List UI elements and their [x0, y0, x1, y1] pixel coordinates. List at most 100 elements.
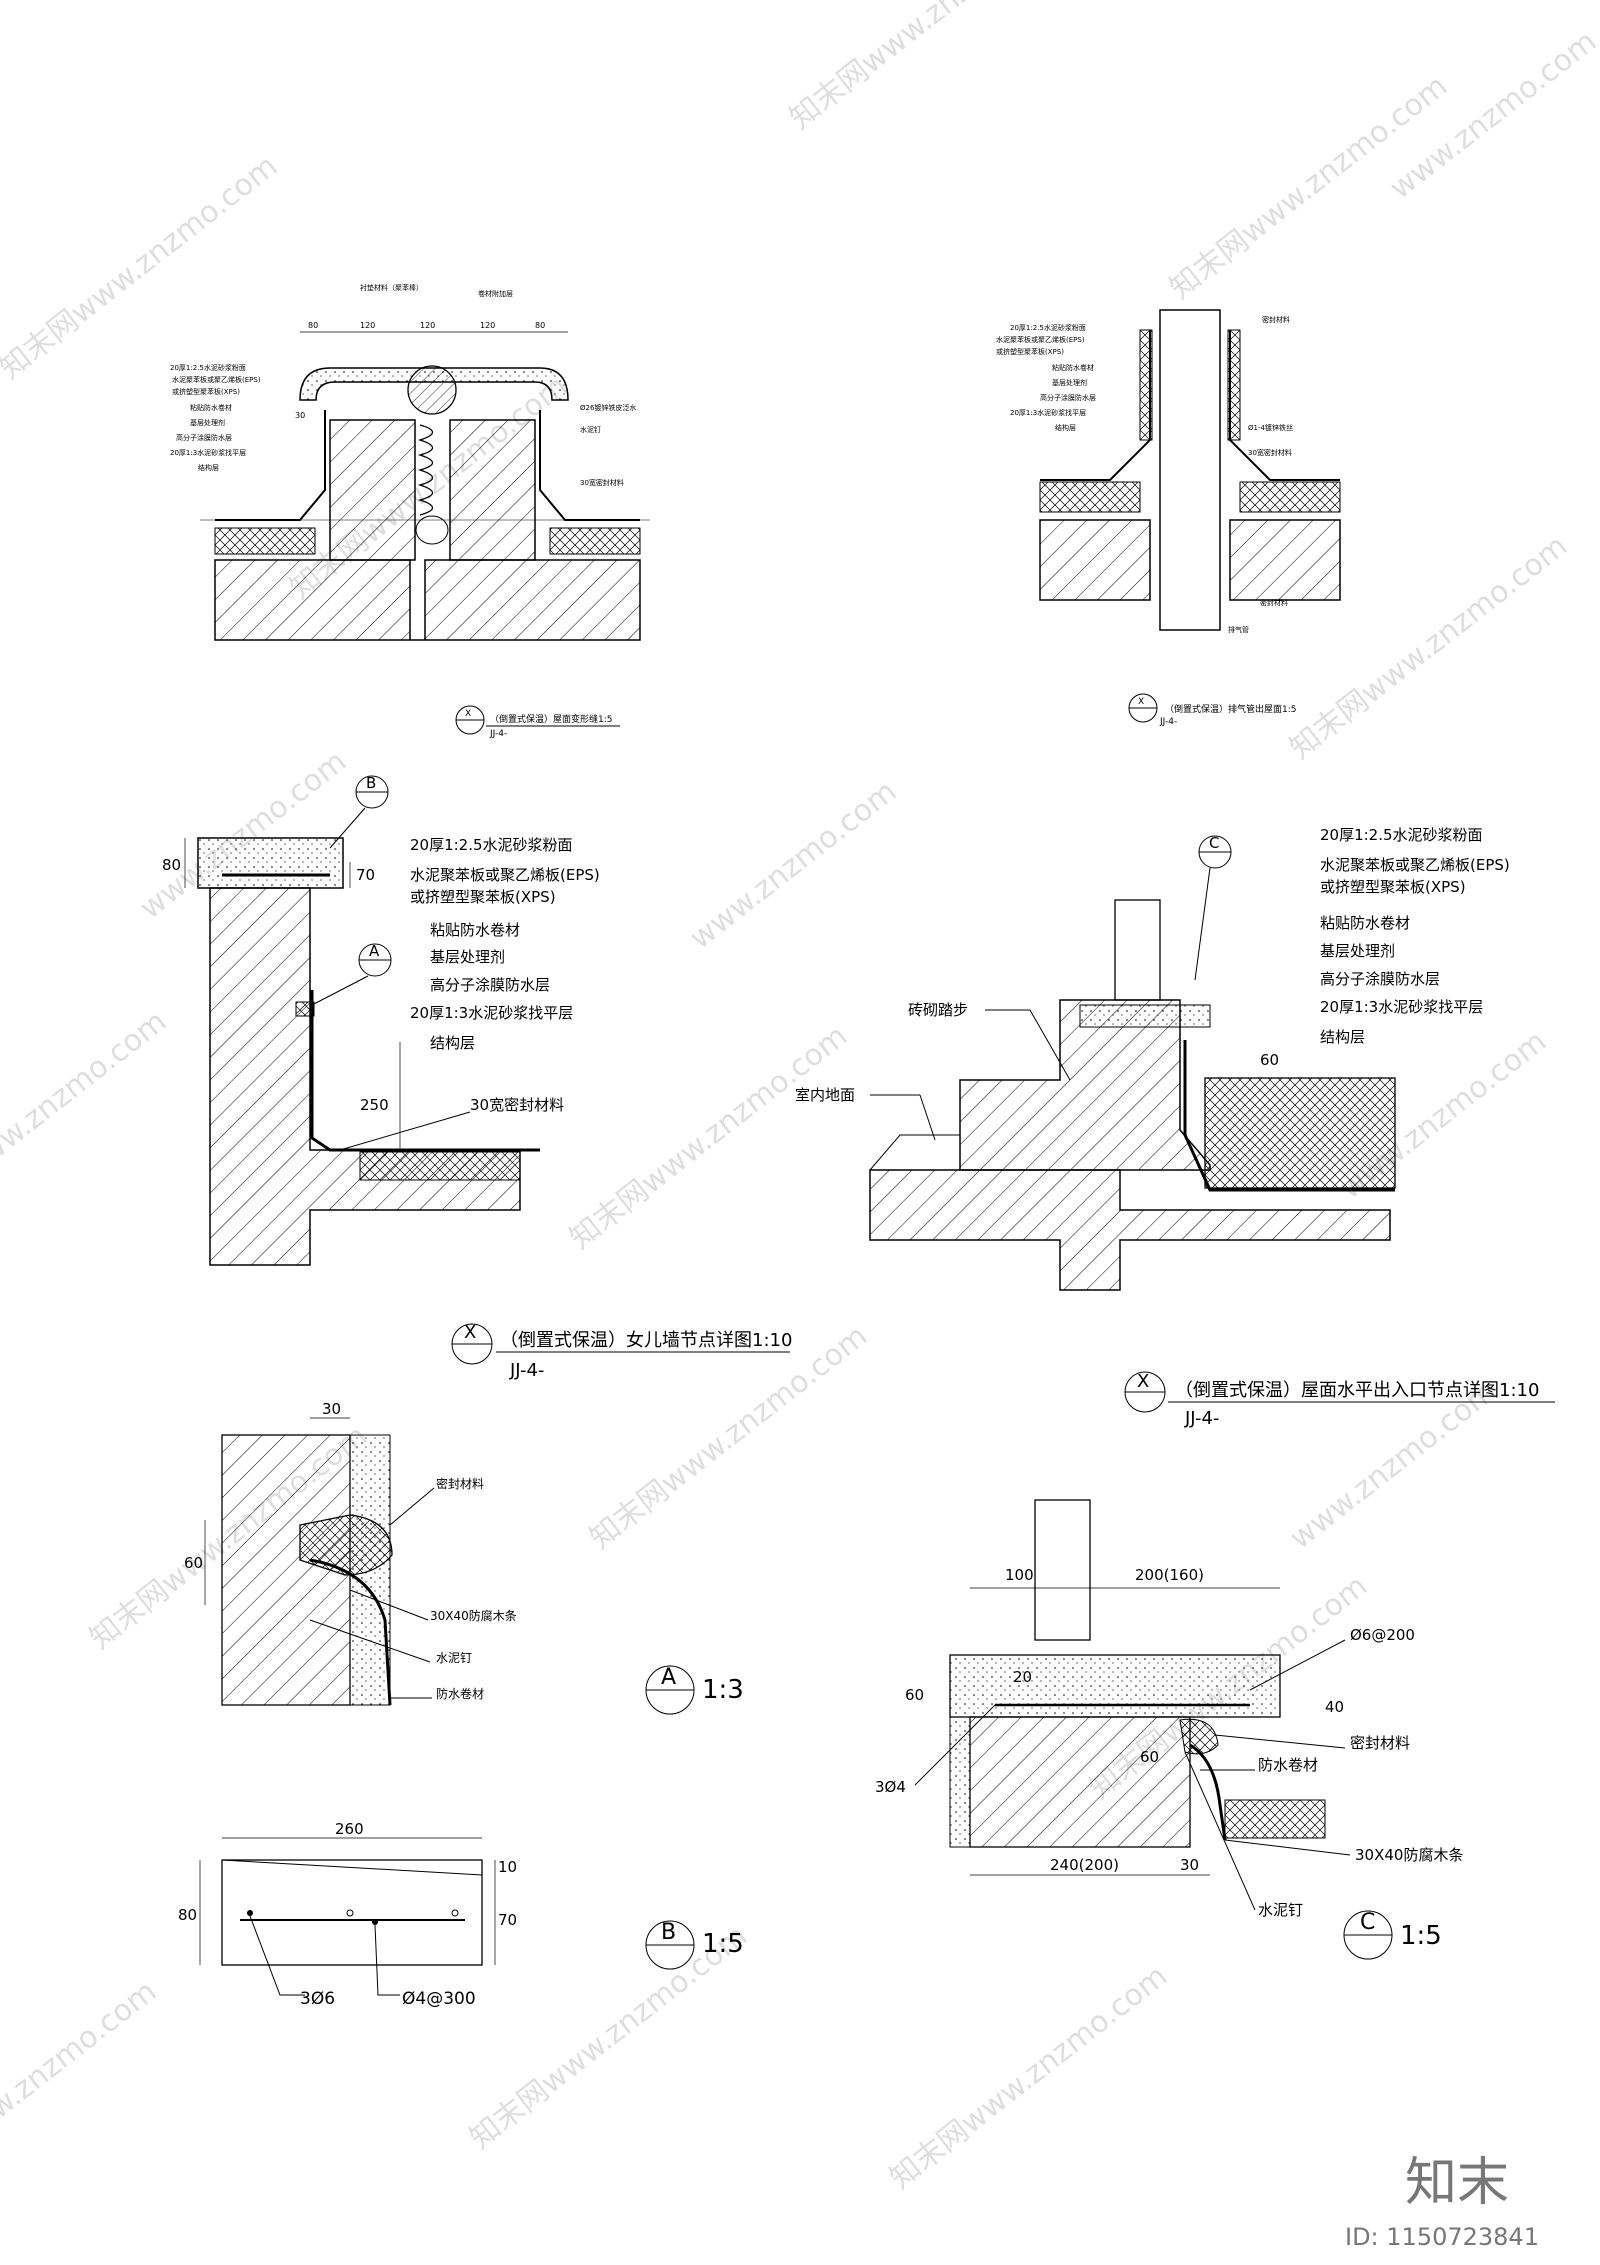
d1-label-r2: 水泥钉 — [580, 425, 601, 434]
d3-label-l6: 高分子涂膜防水层 — [430, 976, 550, 994]
dB-label-ties: Ø4@300 — [402, 1989, 476, 2009]
d3-symbol-bottom: JJ-4- — [509, 1360, 544, 1381]
dA-label-nail: 水泥钉 — [436, 1651, 472, 1665]
d3-label-l5: 基层处理剂 — [430, 948, 505, 966]
watermark-text: www.znzmo.com — [0, 1974, 163, 2156]
d2-slab-left — [1039, 519, 1151, 601]
d3-symbol-top: X — [464, 1322, 476, 1343]
d4-title-block: X （倒置式保温）屋面水平出入口节点详图1:10 JJ-4- — [1124, 1371, 1555, 1429]
d3-label-l8: 结构层 — [430, 1034, 475, 1052]
dA-label-seal: 密封材料 — [436, 1476, 484, 1491]
d1-cap — [299, 367, 569, 401]
d2-seal-right — [1227, 329, 1241, 441]
d3-label-seal: 30宽密封材料 — [470, 1096, 564, 1114]
d3-title: （倒置式保温）女儿墙节点详图1:10 — [500, 1330, 792, 1351]
d2-label-l2: 水泥聚苯板或聚乙烯板(EPS) — [996, 335, 1085, 344]
d3-label-l4: 粘贴防水卷材 — [430, 921, 520, 939]
dC-dim-240: 240(200) — [1050, 1856, 1119, 1874]
d2-insulation-left — [1039, 481, 1141, 513]
dB-symbol-block: B 1:5 — [645, 1920, 744, 1970]
dC-scale: 1:5 — [1400, 1921, 1442, 1951]
d4-structure — [869, 1169, 1391, 1291]
d1-label-r3: 30宽密封材料 — [580, 478, 624, 487]
d1-dim-b: 120 — [360, 321, 375, 330]
d2-seal-left — [1139, 329, 1153, 441]
d1-title: （倒置式保温）屋面变形缝1:5 — [490, 713, 613, 725]
d2-label-r3: 30宽密封材料 — [1248, 448, 1292, 457]
d2-title: （倒置式保温）排气管出屋面1:5 — [1165, 703, 1297, 715]
d1-label-l8: 结构层 — [198, 463, 219, 472]
dC-dim-60: 60 — [905, 1686, 924, 1704]
d1-label-l3: 或挤塑型聚苯板(XPS) — [172, 387, 240, 396]
d3-membrane — [310, 990, 540, 1152]
d4-callout-c: C — [1194, 834, 1232, 981]
watermark-text: 知末网www.znzmo.com — [0, 148, 284, 386]
d4-insulation — [1204, 1077, 1396, 1189]
d1-structure-slab — [214, 559, 641, 641]
dA-membrane — [309, 1558, 392, 1706]
d1-dim-f: 30 — [295, 411, 305, 420]
dC-door-frame — [1034, 1499, 1091, 1641]
d3-coping — [197, 837, 344, 889]
d1-label-r1: Ø26镀锌铁皮泛水 — [580, 403, 636, 412]
dB-section — [221, 1859, 483, 1966]
dC-insulation — [1224, 1799, 1326, 1839]
d1-symbol-top: X — [465, 709, 471, 719]
d3-dim-250: 250 — [360, 1096, 389, 1114]
d2-slab-right — [1229, 519, 1341, 601]
dC-symbol: C — [1360, 1910, 1375, 1935]
d2-flashing-right — [1229, 330, 1340, 481]
d2-label-r1: 密封材料 — [1262, 315, 1290, 324]
svg-text:C: C — [1209, 834, 1219, 852]
d1-insulation-right — [549, 527, 641, 555]
dA-dim-30: 30 — [322, 1400, 341, 1418]
d2-label-l7: 20厚1:3水泥砂浆找平层 — [1010, 408, 1086, 417]
d4-label-l3: 或挤塑型聚苯板(XPS) — [1320, 878, 1466, 896]
dB-dim-70: 70 — [498, 1911, 517, 1929]
dB-scale: 1:5 — [702, 1929, 744, 1959]
detail-roof-expansion-joint: 80 120 120 120 80 30 衬垫材料（聚苯棒） 卷材附加层 20厚… — [170, 283, 650, 739]
d3-callout-a: A — [313, 942, 392, 1005]
d2-label-l4: 粘贴防水卷材 — [1052, 363, 1094, 372]
d2-label-r4: 密封材料 — [1260, 598, 1288, 607]
detail-a: 30 60 密封材料 30X40防腐木条 水泥钉 防水卷材 A 1:3 — [184, 1400, 744, 1715]
d1-label-l6: 高分子涂膜防水层 — [176, 433, 232, 442]
d1-label-top-right: 卷材附加层 — [478, 289, 513, 298]
d2-insulation-right — [1239, 481, 1341, 513]
d4-membrane — [1183, 1040, 1395, 1192]
d1-symbol-bottom: JJ-4- — [489, 729, 507, 739]
detail-parapet: 80 70 250 B A 20厚1:2.5水泥砂浆粉面 水泥聚苯板或聚乙烯板(… — [162, 774, 792, 1381]
d2-symbol-bottom: JJ-4- — [1159, 717, 1177, 727]
d1-left-curb — [329, 419, 416, 561]
d4-label-l6: 高分子涂膜防水层 — [1320, 970, 1440, 988]
d1-dim-c: 120 — [420, 321, 435, 330]
watermark-text: 知末网www.znzmo.com — [783, 0, 1074, 136]
dC-label-strip: 30X40防腐木条 — [1355, 1846, 1463, 1864]
d1-void — [415, 515, 449, 545]
d4-label-l8: 结构层 — [1320, 1028, 1365, 1046]
d1-title-block: X JJ-4- （倒置式保温）屋面变形缝1:5 — [455, 705, 620, 739]
d1-dim-e: 80 — [535, 321, 545, 330]
watermark-text: 知末网www.znzmo.com — [563, 1018, 854, 1256]
d3-dim-80: 80 — [162, 856, 181, 874]
d3-title-block: X （倒置式保温）女儿墙节点详图1:10 JJ-4- — [451, 1322, 792, 1381]
d2-label-r2: Ø1-4镀锌铁丝 — [1248, 423, 1293, 432]
d2-title-block: X JJ-4- （倒置式保温）排气管出屋面1:5 — [1128, 693, 1297, 727]
dC-label-rebar: Ø6@200 — [1350, 1626, 1415, 1644]
d2-label-l6: 高分子涂膜防水层 — [1040, 393, 1096, 402]
dB-label-bars: 3Ø6 — [300, 1989, 335, 2009]
brand-id: ID: 1150723841 — [1345, 2223, 1539, 2251]
d4-label-step: 砖砌踏步 — [908, 1001, 968, 1019]
dA-symbol: A — [661, 1665, 676, 1690]
dC-symbol-block: C 1:5 — [1343, 1910, 1442, 1960]
d2-pipe — [1159, 309, 1221, 631]
dC-dim-40: 40 — [1325, 1698, 1344, 1716]
d4-label-floor: 室内地面 — [795, 1086, 855, 1104]
d4-threshold — [1079, 1004, 1211, 1028]
d2-label-l3: 或挤塑型聚苯板(XPS) — [996, 347, 1064, 356]
d4-symbol-top: X — [1137, 1371, 1149, 1392]
d1-insulation-left — [214, 527, 316, 555]
d3-insulation — [359, 1151, 521, 1181]
d1-right-curb — [449, 419, 536, 561]
detail-vent-pipe: 20厚1:2.5水泥砂浆粉面 水泥聚苯板或聚乙烯板(EPS) 或挤塑型聚苯板(X… — [996, 309, 1341, 727]
